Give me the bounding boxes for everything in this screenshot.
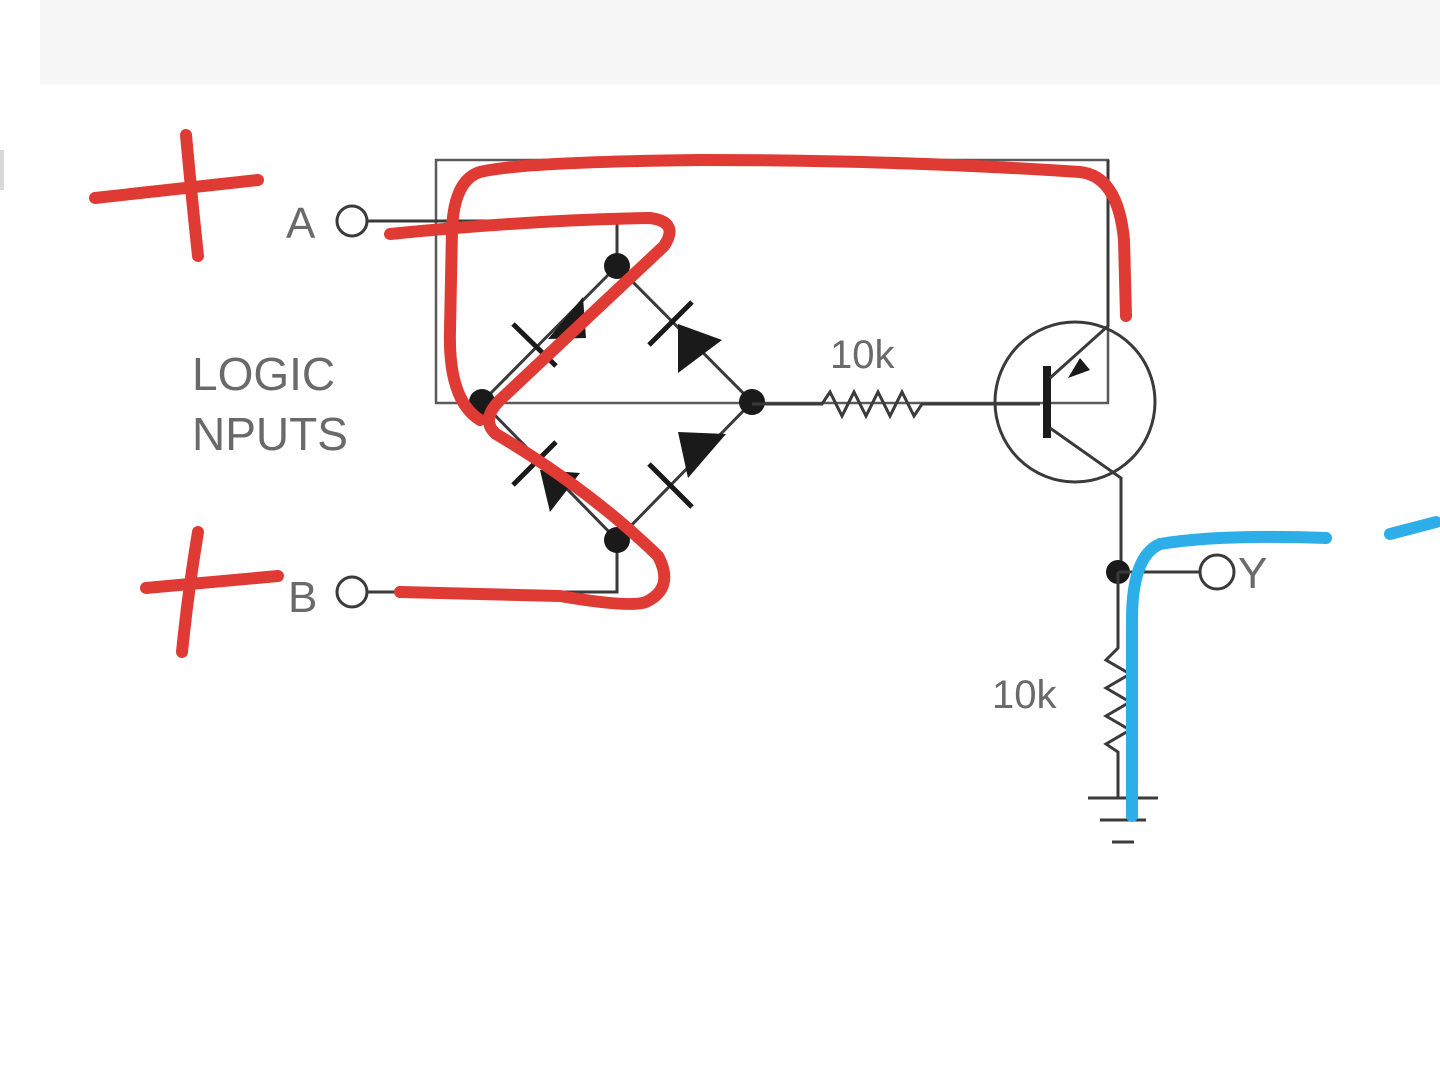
input-b-wire [367, 540, 619, 594]
transistor-envelope [993, 320, 1157, 484]
output-terminal-circle [1198, 553, 1236, 591]
diode-lower-right [647, 432, 726, 509]
ground-icon [1088, 796, 1158, 844]
input-b-label: B [288, 573, 317, 622]
red-annotations [89, 129, 1132, 658]
input-a-terminal-circle [335, 204, 369, 238]
transistor-collector [1049, 426, 1123, 572]
plus-a-vertical [180, 129, 204, 262]
base-resistor-zigzag [752, 388, 1040, 420]
pulldown-resistor-label: 10k [992, 673, 1057, 717]
logic-inputs-label-line1: LOGIC [192, 348, 335, 400]
node-right [739, 389, 765, 415]
top-strip [40, 0, 1440, 85]
base-resistor-label: 10k [830, 333, 895, 377]
edge-artifact [0, 150, 4, 190]
blue-output-trace [1126, 530, 1332, 822]
input-b-terminal: B [288, 540, 619, 622]
transistor-emitter [1048, 160, 1110, 380]
blue-annotations [1126, 516, 1440, 822]
red-path-a-to-b [384, 212, 676, 610]
plus-b-horizontal [140, 570, 284, 594]
red-path-to-emitter [443, 154, 1132, 426]
plus-b-vertical [176, 526, 204, 658]
emitter-arrow [1068, 358, 1090, 378]
pulldown-resistor: 10k [992, 572, 1133, 798]
diode-upper-right [647, 300, 722, 373]
input-a-label: A [286, 199, 316, 248]
plus-a-horizontal [89, 174, 264, 204]
pnp-transistor [993, 160, 1157, 572]
input-b-terminal-circle [335, 575, 369, 609]
base-resistor: 10k [752, 333, 1040, 420]
node-bottom [604, 527, 630, 553]
blue-stroke-right [1384, 516, 1440, 540]
node-top [604, 253, 630, 279]
output-label: Y [1238, 549, 1267, 598]
logic-inputs-label-line2: NPUTS [192, 408, 348, 460]
